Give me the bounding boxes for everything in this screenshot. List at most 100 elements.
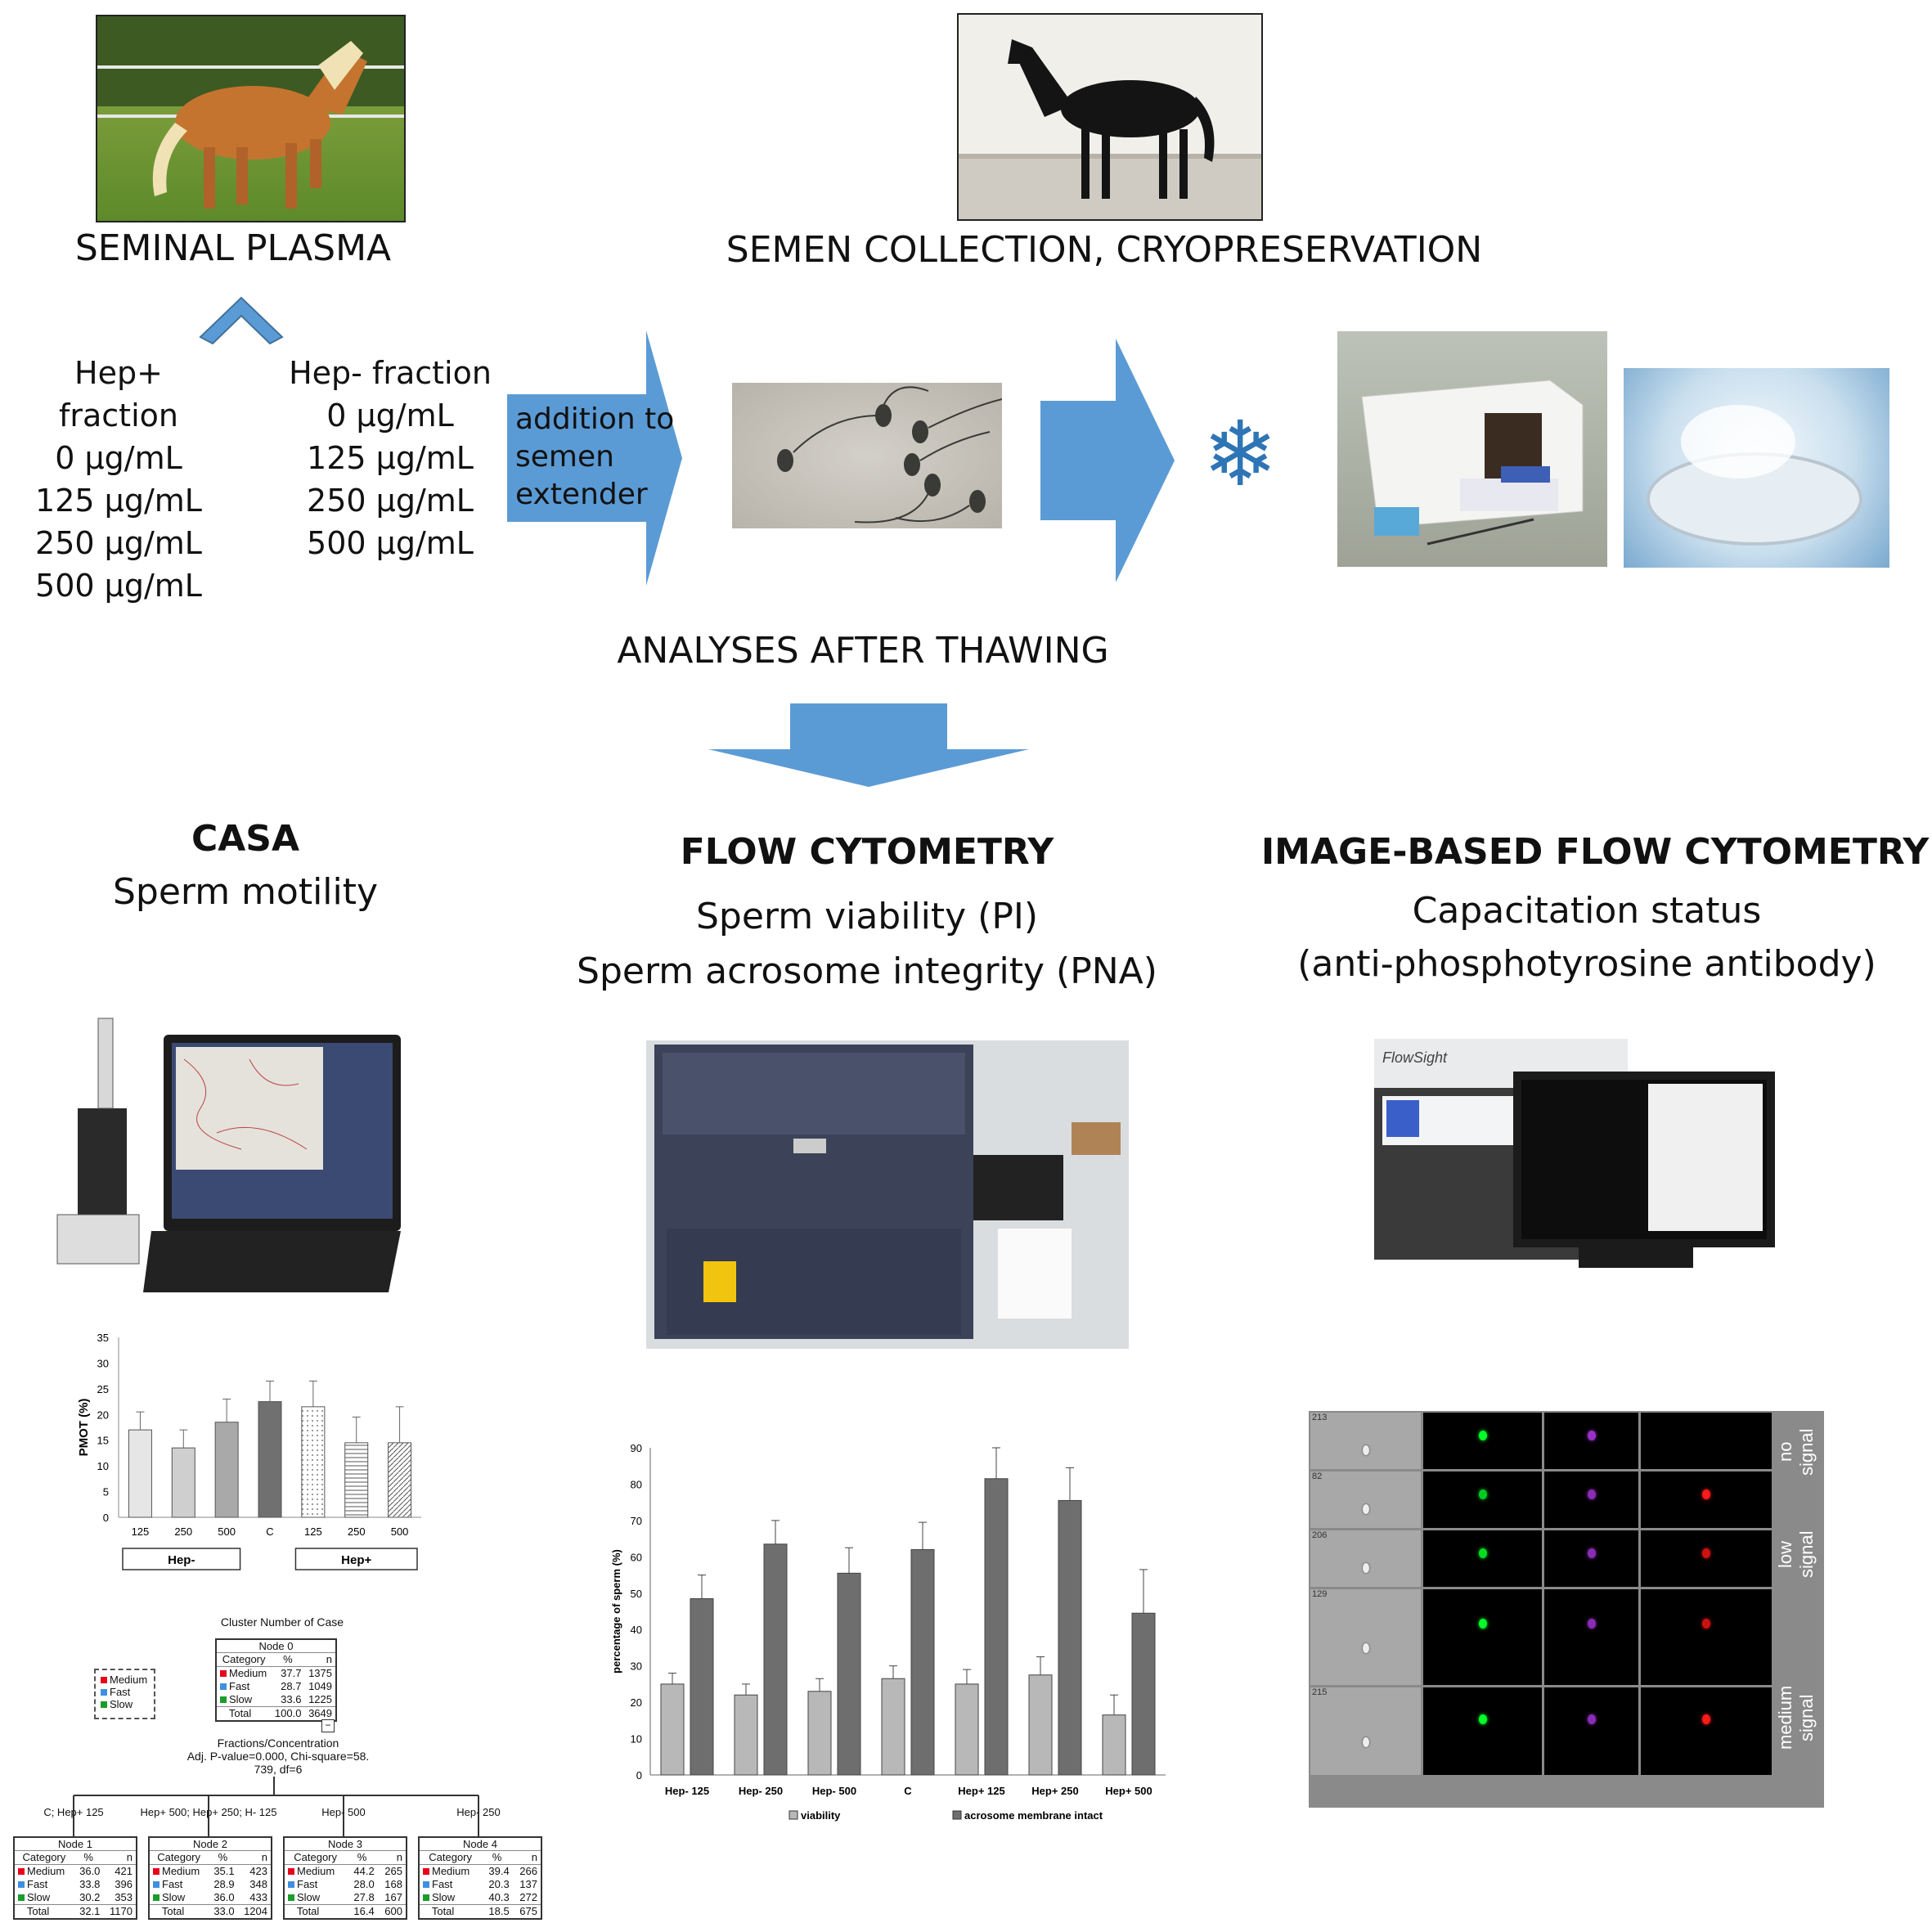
brightfield-cell: 129 bbox=[1310, 1589, 1421, 1685]
cell: 33.6 bbox=[281, 1693, 302, 1705]
signal-label-medium: medium signal bbox=[1775, 1685, 1817, 1750]
cell: 421 bbox=[115, 1865, 133, 1877]
hep-pos-dose: 500 µg/mL bbox=[35, 568, 202, 604]
cell: 30.2 bbox=[79, 1891, 101, 1903]
bar bbox=[128, 1429, 152, 1518]
cell: Medium bbox=[150, 1865, 208, 1879]
category-swatch bbox=[423, 1881, 429, 1888]
node-title: Node 4 bbox=[420, 1838, 541, 1851]
hep-neg-fraction: Hep- fraction 0 µg/mL 125 µg/mL 250 µg/m… bbox=[288, 352, 492, 564]
object-id: 82 bbox=[1312, 1471, 1323, 1481]
hep-pos-dose: 125 µg/mL bbox=[35, 483, 202, 519]
cell: Slow bbox=[420, 1891, 481, 1905]
hep-neg-label: Hep- fraction bbox=[289, 355, 492, 391]
hdr-cell: n bbox=[261, 1851, 267, 1863]
bar bbox=[910, 1548, 935, 1776]
y-axis-label: percentage of sperm (%) bbox=[610, 1549, 622, 1674]
hep-neg-dose: 0 µg/mL bbox=[326, 398, 454, 434]
cell: 168 bbox=[384, 1878, 402, 1890]
fluorescence-cell bbox=[1544, 1589, 1638, 1685]
branch-label: C; Hep+ 125 bbox=[43, 1806, 104, 1818]
addition-label: addition to semen extender bbox=[515, 401, 679, 514]
category-swatch bbox=[220, 1683, 227, 1690]
cell: 137 bbox=[519, 1878, 537, 1890]
cell: 1225 bbox=[308, 1693, 332, 1705]
cell: Total bbox=[153, 1905, 185, 1917]
fluorescence-spot bbox=[1587, 1489, 1596, 1499]
fluorescence-cell bbox=[1544, 1687, 1638, 1775]
y-tick-label: 10 bbox=[97, 1460, 109, 1472]
cell: 266 bbox=[519, 1865, 537, 1877]
cell: 396 bbox=[115, 1878, 133, 1890]
category-swatch bbox=[423, 1894, 429, 1901]
fluorescence-cell bbox=[1423, 1530, 1542, 1587]
flow-cytometer-photo bbox=[646, 1040, 1129, 1349]
category-swatch bbox=[18, 1881, 25, 1888]
node-title: Node 3 bbox=[285, 1838, 406, 1851]
bar bbox=[881, 1678, 905, 1776]
x-tick-label: Hep+ 125 bbox=[958, 1785, 1004, 1797]
x-tick-label: Hep+ 500 bbox=[1105, 1785, 1152, 1797]
palomino-horse-photo bbox=[96, 15, 406, 222]
split-line: Fractions/Concentration bbox=[217, 1737, 339, 1750]
category-swatch bbox=[18, 1894, 25, 1901]
fluorescence-spot bbox=[1587, 1548, 1596, 1558]
signal-label-no: no signal bbox=[1775, 1428, 1817, 1476]
fluorescence-cell bbox=[1641, 1413, 1772, 1469]
bar bbox=[837, 1572, 861, 1776]
fluorescence-cell bbox=[1641, 1471, 1772, 1528]
node-title: Node 0 bbox=[217, 1640, 335, 1653]
x-tick-label: 250 bbox=[174, 1525, 192, 1538]
flow-subtitle: Sperm acrosome integrity (PNA) bbox=[577, 950, 1157, 992]
cell: 28.0 bbox=[353, 1878, 375, 1890]
fluorescence-cell bbox=[1641, 1530, 1772, 1587]
hep-neg-dose: 500 µg/mL bbox=[307, 525, 474, 561]
fluorescence-spot bbox=[1587, 1619, 1596, 1629]
bar bbox=[344, 1442, 369, 1518]
fluorescence-spot bbox=[1702, 1714, 1710, 1724]
x-tick-label: 500 bbox=[391, 1525, 409, 1538]
image-flow-title: IMAGE-BASED FLOW CYTOMETRY bbox=[1260, 831, 1930, 873]
fluorescence-cell bbox=[1423, 1413, 1542, 1469]
sperm-cell bbox=[1362, 1737, 1369, 1747]
fluorescence-cell bbox=[1423, 1687, 1542, 1775]
cell: 33.0 bbox=[213, 1905, 235, 1917]
fluorescence-spot bbox=[1478, 1548, 1487, 1558]
y-tick-label: 20 bbox=[97, 1409, 109, 1421]
snowflake-icon: ❄ bbox=[1202, 402, 1278, 506]
y-tick-label: 50 bbox=[631, 1588, 642, 1600]
tree-connectors bbox=[73, 1777, 479, 1836]
bar bbox=[734, 1694, 758, 1776]
y-tick-label: 70 bbox=[631, 1515, 642, 1527]
branch-label: Hep- 500 bbox=[321, 1806, 366, 1818]
cell: 348 bbox=[249, 1878, 267, 1890]
cryopreservation-title: SEMEN COLLECTION, CRYOPRESERVATION bbox=[726, 229, 1483, 271]
collapse-toggle[interactable]: − bbox=[321, 1719, 335, 1732]
fluorescence-cell bbox=[1641, 1687, 1772, 1775]
bar bbox=[807, 1691, 832, 1776]
cell: Medium bbox=[285, 1865, 346, 1879]
y-tick-label: 80 bbox=[631, 1478, 642, 1490]
cell: Medium bbox=[217, 1667, 271, 1681]
sperm-micrograph bbox=[732, 383, 1002, 528]
cell: 32.1 bbox=[79, 1905, 101, 1917]
cell: Total bbox=[423, 1905, 455, 1917]
y-tick-label: 30 bbox=[631, 1660, 642, 1673]
cell: Slow bbox=[15, 1891, 74, 1905]
casa-title: CASA bbox=[191, 818, 300, 860]
casa-subtitle: Sperm motility bbox=[112, 871, 379, 913]
node-header: Category%n bbox=[217, 1653, 335, 1667]
y-tick-label: 20 bbox=[631, 1696, 642, 1709]
bar bbox=[214, 1422, 239, 1518]
tree-split-info: Fractions/Concentration Adj. P-value=0.0… bbox=[176, 1737, 380, 1776]
